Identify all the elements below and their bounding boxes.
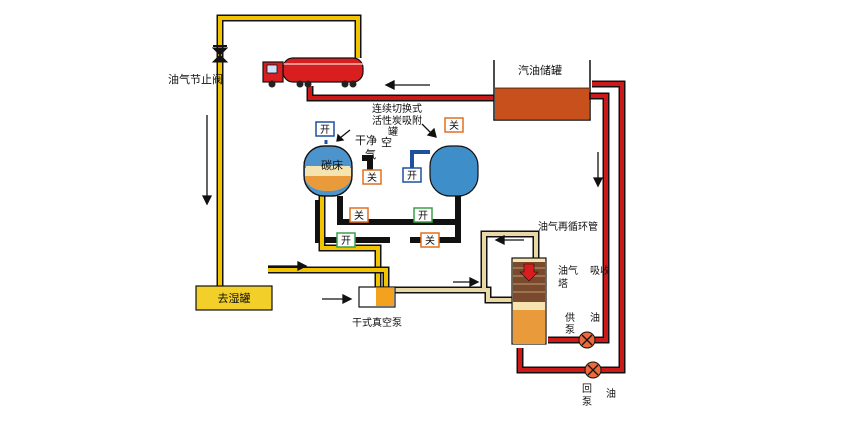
svg-text:开: 开: [320, 125, 330, 136]
blue-pipe: [410, 150, 430, 172]
close-valve-mid-left[interactable]: 关: [349, 207, 369, 223]
svg-text:关: 关: [449, 119, 459, 132]
flow-arrows: [201, 79, 604, 305]
return-pump-icon[interactable]: [584, 361, 602, 379]
open-valve-right[interactable]: 开: [402, 167, 422, 183]
dehumidifier-tank: [195, 285, 273, 311]
gasoline-storage-tank: [493, 60, 591, 121]
clean-air-label-a: 干净: [355, 133, 377, 147]
yellow-pipes-mid: [268, 196, 390, 290]
vacuum-pump-label: 干式真空泵: [352, 316, 402, 329]
tan-pipes: [392, 230, 540, 304]
open-valve-top-left[interactable]: 开: [315, 121, 335, 137]
supply-pump-label-c: 泵: [565, 324, 575, 336]
adsorber-label-1: 连续切换式: [372, 102, 422, 115]
tanker-truck: [262, 57, 364, 88]
svg-text:开: 开: [341, 236, 351, 247]
recirc-pipe-label: 油气再循环管: [538, 220, 598, 233]
svg-text:关: 关: [354, 209, 364, 222]
svg-text:开: 开: [418, 211, 428, 222]
svg-text:关: 关: [425, 234, 435, 247]
carbon-bed-label: 碳床: [321, 158, 343, 172]
tower-label-b: 吸收: [590, 264, 610, 277]
open-valve-mid-right[interactable]: 开: [413, 207, 433, 223]
svg-text:关: 关: [367, 171, 377, 184]
adsorber-label-3: 罐: [388, 125, 398, 138]
supply-pump-icon[interactable]: [578, 331, 596, 349]
svg-text:开: 开: [407, 171, 417, 182]
return-pump-label-c: 泵: [582, 396, 592, 408]
storage-tank-label: 汽油储罐: [518, 63, 562, 77]
return-pump-label-a: 回: [582, 383, 592, 395]
supply-pump-label-a: 供: [565, 311, 575, 324]
close-valve-top-right[interactable]: 关: [444, 117, 464, 133]
carbon-tank-left: [303, 145, 353, 197]
tower-label-a: 油气: [558, 264, 578, 277]
adsorber-label-2: 活性炭吸附: [372, 114, 422, 127]
close-valve-bottom-right[interactable]: 关: [420, 232, 440, 248]
clean-air-label-b: 空: [381, 135, 392, 149]
dehumid-tank-label: 去湿罐: [218, 292, 251, 305]
clean-air-label-c: 气: [365, 147, 376, 161]
valve-label: 油气节止阀: [168, 72, 223, 86]
open-valve-bottom-left[interactable]: 开: [336, 232, 356, 248]
red-pipes: [306, 80, 626, 374]
return-pump-label-b: 油: [606, 387, 616, 400]
supply-pump-label-b: 油: [590, 311, 600, 324]
tower-label-c: 塔: [558, 277, 568, 290]
valve-icon[interactable]: [211, 45, 229, 63]
absorption-tower: [511, 257, 547, 345]
carbon-tank-right: [429, 145, 479, 197]
close-valve-left[interactable]: 关: [362, 169, 382, 185]
dry-vacuum-pump: [358, 286, 396, 308]
